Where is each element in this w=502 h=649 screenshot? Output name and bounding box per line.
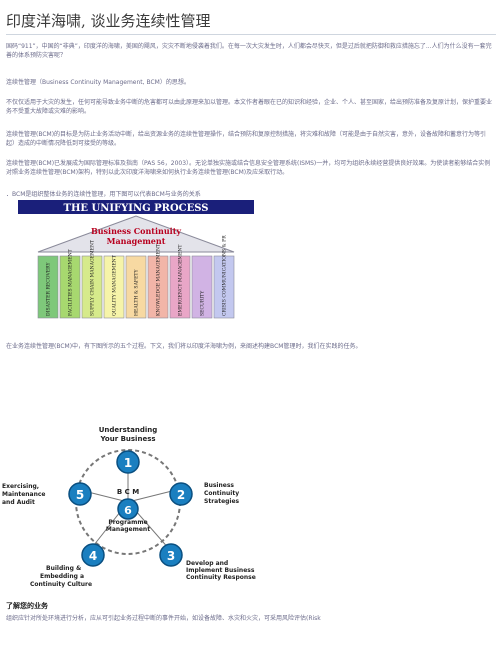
node-5-label-line-1: Exercising,	[2, 483, 39, 490]
pillar-7	[169, 255, 191, 319]
management-label: Management	[106, 526, 150, 533]
node-1-number: 1	[124, 456, 132, 470]
node-5-label-line-3: and Audit	[2, 499, 35, 506]
paragraph-6: ．BCM是组织整体业务的连续性管理，用下图可以代表BCM与业务的关系	[6, 191, 201, 198]
node-3-number: 3	[167, 549, 175, 563]
pillar-6-label: KNOWLEDGE MANAGEMENT	[156, 243, 162, 316]
pillar-1	[37, 255, 59, 319]
node-6-circle	[117, 498, 139, 520]
node-5-number: 5	[76, 488, 84, 502]
pillar-3-label: SUPPLY CHAIN MANAGEMENT	[90, 239, 96, 316]
node-3-circle	[159, 543, 183, 567]
roof-shape	[37, 215, 235, 253]
section-heading: 了解您的业务	[6, 602, 48, 610]
bcm-center-label: B C M	[117, 488, 139, 496]
node-4-label-line-2: Embedding a	[40, 573, 84, 580]
pillar-9-label: CRISIS COMMUNICATIONS & PR	[222, 235, 228, 316]
unifying-process-svg: THE UNIFYING PROCESS Business Continuity…	[18, 200, 254, 319]
paragraph-3: 不仅仅适用于大灾的发生，任何可能导致业务中断的危害都可以由此原理来加以管理。本文…	[6, 99, 493, 115]
node-3-label-line-3: Continuity Response	[186, 574, 256, 581]
node-3-label-line-2: Implement Business	[186, 567, 255, 574]
spoke-2	[127, 489, 177, 503]
node-2-circle	[169, 482, 193, 506]
pillar-2	[59, 255, 81, 319]
pillar-5-label: HEALTH & SAFETY	[134, 268, 140, 316]
last-paragraph: 组织应针对所处环境进行分析，应从可引起业务过程中断的事件开始，如设备故障、水灾和…	[6, 615, 321, 622]
pillar-7-label: EMERGENCY MANAGEMENT	[178, 244, 184, 316]
node-1-label-line-1: Understanding	[99, 426, 158, 434]
node-4-label-line-1: Building &	[46, 565, 81, 572]
pillar-8	[191, 255, 213, 319]
bcm-lifecycle-diagram: B C M Programme Management 1 2 3 4 5 6 U…	[0, 410, 270, 590]
paragraph-after-diagram1: 在业务连续性管理(BCM)中，有下图所示的五个过程。下文，我们将以印度洋海啸为例…	[6, 343, 362, 350]
node-2-number: 2	[177, 488, 185, 502]
node-6-number: 6	[124, 504, 132, 517]
roof-label-line-1: Business Continuity	[91, 226, 181, 236]
pillar-2-label: FACILITIES MANAGEMENT	[68, 248, 74, 316]
paragraph-1: 国码“911”，中国的“非典”，印度洋的海啸，美国的飓风，灾灾不断地侵袭着我们。…	[6, 43, 492, 59]
pillar-5	[125, 255, 147, 319]
node-4-number: 4	[89, 549, 97, 563]
pillar-6	[147, 255, 169, 319]
paragraph-5: 连续性管理(BCM)已发展成为国际管理标准及指南（PAS 56，2003）。无论…	[6, 160, 491, 176]
node-2-label-line-3: Strategies	[204, 498, 240, 505]
node-1-circle	[116, 450, 140, 474]
title-divider	[6, 34, 496, 35]
page-title: 印度洋海啸, 谈业务连续性管理	[6, 12, 211, 30]
pillar-4	[103, 255, 125, 319]
paragraph-2: 连续性管理（Business Continuity Management, BC…	[6, 79, 190, 86]
node-1-label-line-2: Your Business	[99, 435, 155, 443]
node-4-label-line-3: Continuity Culture	[30, 581, 92, 588]
node-2-label-line-1: Business	[204, 482, 234, 489]
node-5-circle	[68, 482, 92, 506]
pillar-4-label: QUALITY MANAGEMENT	[112, 254, 118, 316]
unifying-process-diagram: THE UNIFYING PROCESS Business Continuity…	[8, 194, 278, 321]
node-5-label-line-2: Maintenance	[2, 491, 46, 498]
bcm-lifecycle-svg: B C M Programme Management 1 2 3 4 5 6 U…	[2, 426, 256, 588]
node-2-label-line-2: Continuity	[204, 490, 239, 497]
pillar-3	[81, 255, 103, 319]
node-3-label-line-1: Develop and	[186, 560, 228, 567]
banner-text: THE UNIFYING PROCESS	[64, 203, 209, 214]
node-4-circle	[81, 543, 105, 567]
pillar-9	[213, 255, 235, 319]
programme-label: Programme	[108, 519, 147, 526]
roof-label-line-2: Management	[107, 236, 166, 246]
paragraph-4: 连续性管理(BCM)的目标是为防止业务活动中断，给出资源业务的连续性管理操作，结…	[6, 131, 487, 147]
banner-bar	[18, 200, 254, 214]
pillar-8-label: SECURITY	[200, 290, 206, 316]
pillar-1-label: DISASTER RECOVERY	[46, 262, 52, 316]
